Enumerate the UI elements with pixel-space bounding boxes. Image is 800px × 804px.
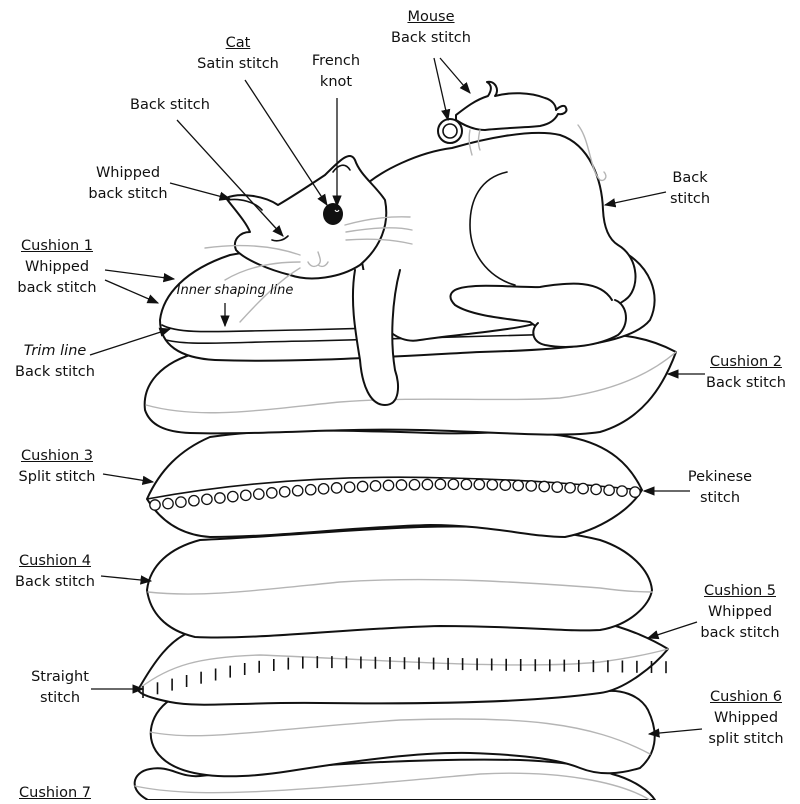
pekinese-loop bbox=[486, 478, 499, 491]
pekinese-label: Pekinese stitch bbox=[680, 467, 760, 509]
cushion-4-label: Cushion 4 Back stitch bbox=[5, 551, 105, 593]
straight-stitch-label: Straight stitch bbox=[20, 667, 100, 709]
cushion-7-title: Cushion 7 bbox=[19, 785, 91, 801]
inner-shaping-text: Inner shaping line bbox=[176, 283, 294, 298]
cushion-1-title: Cushion 1 bbox=[21, 238, 93, 254]
inner-shaping-label: Inner shaping line bbox=[175, 280, 295, 301]
straight-line1: Straight bbox=[31, 669, 89, 685]
mouse bbox=[437, 80, 607, 182]
cat-whipped-line2: back stitch bbox=[88, 186, 168, 202]
pekinese-loop bbox=[201, 493, 213, 506]
pekinese-loop bbox=[512, 479, 525, 492]
pekinese-loop bbox=[434, 478, 447, 491]
pekinese-loop bbox=[278, 485, 291, 498]
callout-arrows bbox=[89, 57, 705, 738]
cushion-5-label: Cushion 5 Whipped back stitch bbox=[690, 581, 790, 644]
pekinese-loop bbox=[421, 478, 434, 491]
pekinese-loop bbox=[214, 492, 226, 504]
cushion-3-stitch: Split stitch bbox=[18, 469, 96, 485]
cat-eye bbox=[323, 203, 343, 225]
pekinese-line2: stitch bbox=[699, 490, 741, 506]
pekinese-stitch-loops bbox=[149, 478, 641, 511]
mouse-label: Mouse Back stitch bbox=[381, 7, 481, 49]
pekinese-loop bbox=[408, 478, 421, 491]
cushion-2-title: Cushion 2 bbox=[710, 354, 782, 370]
pekinese-loop bbox=[226, 490, 239, 503]
cushion-1-label: Cushion 1 Whipped back stitch bbox=[7, 236, 107, 299]
pekinese-loop bbox=[252, 488, 265, 500]
pekinese-loop bbox=[525, 480, 538, 492]
pekinese-loop bbox=[304, 483, 317, 496]
pekinese-loop bbox=[538, 480, 551, 493]
trim-line-stitch: Back stitch bbox=[15, 364, 95, 380]
cat-stitch: Satin stitch bbox=[197, 56, 279, 72]
pekinese-loop bbox=[369, 480, 382, 492]
cushion-4-stitch: Back stitch bbox=[15, 574, 95, 590]
french-knot-line1: French bbox=[311, 53, 361, 69]
pekinese-loop bbox=[188, 494, 200, 507]
cushion-4-title: Cushion 4 bbox=[19, 553, 91, 569]
cushion-6-title: Cushion 6 bbox=[710, 689, 782, 705]
cat-whipped-label: Whipped back stitch bbox=[78, 163, 178, 205]
cushion-5-line1: Whipped bbox=[707, 604, 773, 620]
cushion-1-line2: back stitch bbox=[17, 280, 97, 296]
mouse-stitch: Back stitch bbox=[391, 30, 471, 46]
cushion-6-label: Cushion 6 Whipped split stitch bbox=[696, 687, 796, 750]
cushion-6-line1: Whipped bbox=[713, 710, 779, 726]
pekinese-loop bbox=[330, 482, 343, 494]
cat-back-stitch-text: Back stitch bbox=[130, 97, 210, 113]
cushion-3 bbox=[146, 429, 643, 538]
cushion-5-line2: back stitch bbox=[700, 625, 780, 641]
cushion-6-line2: split stitch bbox=[708, 731, 784, 747]
pekinese-loop bbox=[356, 480, 369, 493]
pekinese-loop bbox=[395, 479, 408, 491]
pekinese-loop bbox=[265, 487, 278, 499]
trim-line-text: Trim line bbox=[23, 343, 87, 359]
cat-back-stitch-label: Back stitch bbox=[120, 95, 220, 116]
cushion-3-title: Cushion 3 bbox=[21, 448, 93, 464]
cushion-3-label: Cushion 3 Split stitch bbox=[7, 446, 107, 488]
pekinese-loop bbox=[175, 496, 187, 508]
cushion-5 bbox=[137, 615, 669, 706]
pekinese-loop bbox=[343, 481, 356, 494]
pekinese-loop bbox=[447, 478, 460, 491]
pekinese-loop bbox=[629, 486, 641, 498]
french-knot-label: French knot bbox=[296, 51, 376, 93]
cushion-2-stitch: Back stitch bbox=[706, 375, 786, 391]
pekinese-loop bbox=[499, 479, 512, 491]
cushion-4 bbox=[146, 525, 653, 639]
cat-title: Cat bbox=[225, 35, 251, 51]
pekinese-line1: Pekinese bbox=[687, 469, 753, 485]
pekinese-loop bbox=[317, 482, 330, 495]
cushion-7-label: Cushion 7 bbox=[5, 783, 105, 804]
straight-line2: stitch bbox=[39, 690, 81, 706]
pekinese-loop bbox=[551, 481, 564, 493]
pekinese-loop bbox=[291, 484, 304, 497]
pekinese-loop bbox=[473, 478, 486, 491]
pekinese-loop bbox=[239, 489, 252, 502]
cushion-5-title: Cushion 5 bbox=[704, 583, 776, 599]
cushion-1-line1: Whipped bbox=[24, 259, 90, 275]
mouse-title: Mouse bbox=[407, 9, 455, 25]
pekinese-loop bbox=[149, 499, 161, 511]
cushion-2-label: Cushion 2 Back stitch bbox=[696, 352, 796, 394]
cat-whipped-line1: Whipped bbox=[95, 165, 161, 181]
body-back-stitch-line2: stitch bbox=[669, 191, 711, 207]
body-back-stitch-label: Back stitch bbox=[650, 168, 730, 210]
trim-line-label: Trim line Back stitch bbox=[5, 341, 105, 383]
pekinese-loop bbox=[616, 485, 628, 497]
pekinese-loop bbox=[590, 483, 602, 496]
pekinese-loop bbox=[603, 484, 615, 497]
pekinese-loop bbox=[577, 482, 589, 495]
pekinese-loop bbox=[564, 481, 576, 494]
pekinese-loop bbox=[460, 478, 473, 491]
cat-label: Cat Satin stitch bbox=[188, 33, 288, 75]
pekinese-loop bbox=[162, 497, 174, 510]
french-knot-line2: knot bbox=[319, 74, 353, 90]
body-back-stitch-line1: Back bbox=[672, 170, 708, 186]
pekinese-loop bbox=[382, 479, 395, 492]
cat bbox=[204, 131, 637, 406]
